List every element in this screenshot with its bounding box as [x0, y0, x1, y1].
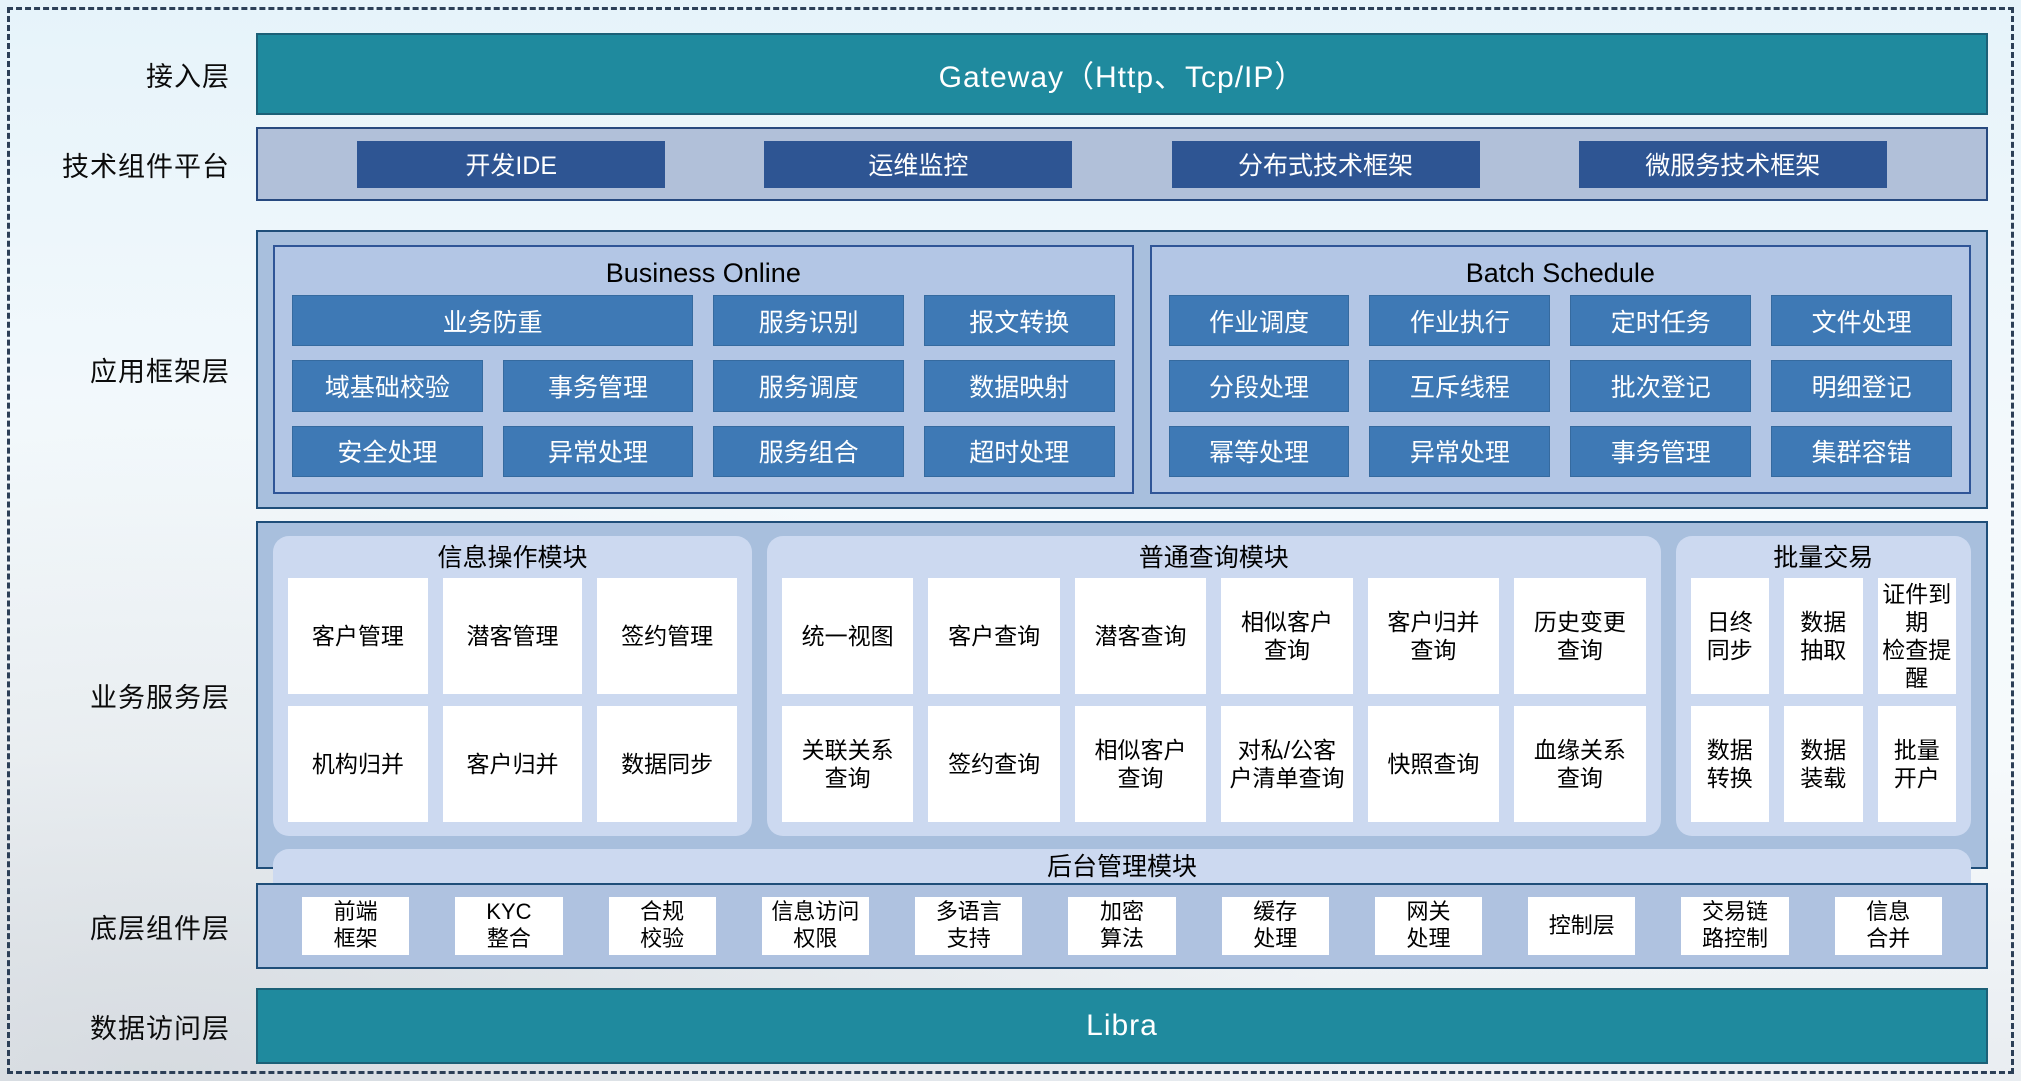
bo-item: 服务识别 [713, 295, 904, 347]
bs-item: 事务管理 [1570, 425, 1752, 477]
business-service-top: 信息操作模块 客户管理 潜客管理 签约管理 机构归并 客户归并 数据同步 普通查… [273, 536, 1971, 837]
bs-item: 批次登记 [1570, 360, 1752, 412]
data-access-row: 数据访问层 Libra [0, 988, 2021, 1064]
business-online-grid: 业务防重 服务识别 报文转换 域基础校验 事务管理 服务调度 数据映射 安全处理… [292, 295, 1115, 477]
service-cell: 数据同步 [597, 706, 737, 823]
common-query-grid: 统一视图 客户查询 潜客查询 相似客户 查询 客户归并 查询 历史变更 查询 关… [781, 578, 1646, 823]
component-cell: KYC 整合 [455, 897, 563, 955]
batch-trade-module: 批量交易 日终 同步 数据 抽取 证件到期 检查提醒 数据 转换 数据 装载 批… [1675, 536, 1971, 837]
common-query-module: 普通查询模块 统一视图 客户查询 潜客查询 相似客户 查询 客户归并 查询 历史… [766, 536, 1661, 837]
info-operation-title: 信息操作模块 [437, 544, 588, 572]
layer-label-base-components: 底层组件层 [90, 913, 230, 944]
batch-schedule-title: Batch Schedule [1465, 258, 1655, 288]
bo-item: 事务管理 [502, 360, 694, 412]
layer-label-data-access: 数据访问层 [90, 1013, 230, 1044]
component-cell: 网关 处理 [1374, 897, 1483, 955]
service-cell: 签约管理 [597, 578, 737, 695]
service-cell: 相似客户 查询 [1221, 578, 1353, 695]
gateway-bar: Gateway（Http、Tcp/IP） [256, 33, 1988, 115]
component-cell: 控制层 [1528, 897, 1636, 955]
bo-item: 域基础校验 [292, 360, 483, 412]
business-online-title: Business Online [605, 258, 801, 288]
layer-label-access: 接入层 [146, 61, 230, 92]
service-cell: 客户管理 [288, 578, 428, 695]
base-components-container: 前端 框架 KYC 整合 合规 校验 信息访问 权限 多语言 支持 加密 算法 … [256, 883, 1988, 969]
bs-item: 作业调度 [1168, 295, 1350, 347]
business-service-row: 业务服务层 信息操作模块 客户管理 潜客管理 签约管理 机构归并 客户归并 数据… [0, 521, 2021, 959]
bs-item: 集群容错 [1771, 425, 1952, 477]
libra-bar: Libra [256, 988, 1988, 1064]
app-framework-row: 应用框架层 Business Online 业务防重 服务识别 报文转换 域基础… [0, 230, 2021, 509]
service-cell: 日终 同步 [1690, 578, 1770, 695]
batch-trade-title: 批量交易 [1773, 544, 1874, 572]
service-cell: 统一视图 [781, 578, 914, 695]
bo-item: 业务防重 [292, 295, 694, 347]
base-components-row: 底层组件层 前端 框架 KYC 整合 合规 校验 信息访问 权限 多语言 支持 … [0, 883, 2021, 969]
component-cell: 交易链 路控制 [1681, 897, 1789, 955]
service-cell: 潜客查询 [1074, 578, 1207, 695]
business-service-container: 信息操作模块 客户管理 潜客管理 签约管理 机构归并 客户归并 数据同步 普通查… [256, 521, 1988, 959]
bo-item: 安全处理 [292, 425, 483, 477]
service-cell: 客户查询 [928, 578, 1060, 695]
bs-item: 分段处理 [1168, 360, 1350, 412]
component-cell: 加密 算法 [1068, 897, 1176, 955]
bo-item: 超时处理 [923, 425, 1115, 477]
info-operation-module: 信息操作模块 客户管理 潜客管理 签约管理 机构归并 客户归并 数据同步 [273, 536, 752, 837]
service-cell: 关联关系 查询 [781, 706, 914, 823]
service-cell: 数据 装载 [1784, 706, 1863, 823]
service-cell: 快照查询 [1367, 706, 1500, 823]
bs-item: 异常处理 [1369, 425, 1551, 477]
component-cell: 多语言 支持 [915, 897, 1023, 955]
service-cell: 签约查询 [928, 706, 1060, 823]
batch-schedule-grid: 作业调度 作业执行 定时任务 文件处理 分段处理 互斥线程 批次登记 明细登记 … [1168, 295, 1952, 477]
tech-platform-row: 技术组件平台 开发IDE 运维监控 分布式技术框架 微服务技术框架 [0, 127, 2021, 201]
batch-trade-grid: 日终 同步 数据 抽取 证件到期 检查提醒 数据 转换 数据 装载 批量 开户 [1690, 578, 1956, 823]
service-cell: 证件到期 检查提醒 [1877, 578, 1956, 695]
batch-schedule-panel: Batch Schedule 作业调度 作业执行 定时任务 文件处理 分段处理 … [1149, 245, 1971, 494]
tech-item-microservice-framework: 微服务技术框架 [1578, 140, 1887, 188]
service-cell: 数据 转换 [1690, 706, 1770, 823]
bo-item: 异常处理 [502, 425, 694, 477]
service-cell: 历史变更 查询 [1514, 578, 1646, 695]
service-cell: 相似客户 查询 [1074, 706, 1207, 823]
admin-module-title: 后台管理模块 [1046, 853, 1197, 882]
access-layer-row: 接入层 Gateway（Http、Tcp/IP） [0, 33, 2021, 115]
bs-item: 幂等处理 [1168, 425, 1350, 477]
bs-item: 明细登记 [1771, 360, 1952, 412]
component-cell: 前端 框架 [302, 897, 410, 955]
component-cell: 合规 校验 [608, 897, 716, 955]
bo-item: 报文转换 [923, 295, 1115, 347]
bo-item: 数据映射 [923, 360, 1115, 412]
layer-label-app-framework: 应用框架层 [90, 357, 230, 387]
business-online-panel: Business Online 业务防重 服务识别 报文转换 域基础校验 事务管… [273, 245, 1134, 494]
service-cell: 对私/公客 户清单查询 [1221, 706, 1353, 823]
tech-item-dev-ide: 开发IDE [357, 140, 666, 188]
tech-item-distributed-framework: 分布式技术框架 [1171, 140, 1480, 188]
tech-item-ops-monitor: 运维监控 [764, 140, 1073, 188]
bs-item: 作业执行 [1369, 295, 1551, 347]
service-cell: 机构归并 [288, 706, 428, 823]
bo-item: 服务组合 [713, 425, 904, 477]
bs-item: 定时任务 [1570, 295, 1752, 347]
bs-item: 互斥线程 [1369, 360, 1551, 412]
service-cell: 批量 开户 [1877, 706, 1956, 823]
bs-item: 文件处理 [1771, 295, 1952, 347]
component-cell: 信息 合并 [1834, 897, 1942, 955]
app-framework-container: Business Online 业务防重 服务识别 报文转换 域基础校验 事务管… [256, 230, 1988, 509]
layer-label-business-service: 业务服务层 [90, 682, 230, 713]
service-cell: 客户归并 [442, 706, 583, 823]
common-query-title: 普通查询模块 [1138, 544, 1289, 572]
info-operation-grid: 客户管理 潜客管理 签约管理 机构归并 客户归并 数据同步 [288, 578, 737, 823]
service-cell: 潜客管理 [442, 578, 583, 695]
layer-label-tech-platform: 技术组件平台 [62, 151, 230, 182]
service-cell: 血缘关系 查询 [1514, 706, 1646, 823]
component-cell: 缓存 处理 [1221, 897, 1329, 955]
tech-platform-container: 开发IDE 运维监控 分布式技术框架 微服务技术框架 [256, 127, 1988, 201]
service-cell: 数据 抽取 [1784, 578, 1863, 695]
service-cell: 客户归并 查询 [1367, 578, 1500, 695]
component-cell: 信息访问 权限 [761, 897, 870, 955]
bo-item: 服务调度 [713, 360, 904, 412]
